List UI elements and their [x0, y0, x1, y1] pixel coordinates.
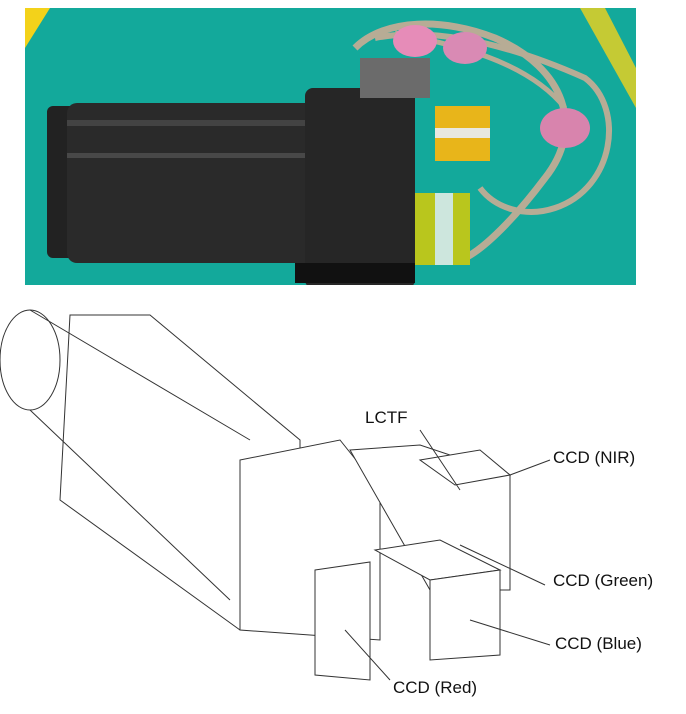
- label-lctf: LCTF: [365, 408, 408, 427]
- label-ccd-nir: CCD (NIR): [553, 448, 636, 467]
- label-ccd-blue: CCD (Blue): [555, 634, 642, 653]
- label-ccd-red: CCD (Red): [393, 678, 478, 697]
- camera-photo-illustration: [25, 8, 636, 285]
- assembly-line-drawing: LCTF CCD (NIR) CCD (Green) CCD (Blue) CC…: [0, 300, 686, 709]
- camera-photo: [25, 8, 636, 285]
- label-ccd-green: CCD (Green): [553, 571, 654, 590]
